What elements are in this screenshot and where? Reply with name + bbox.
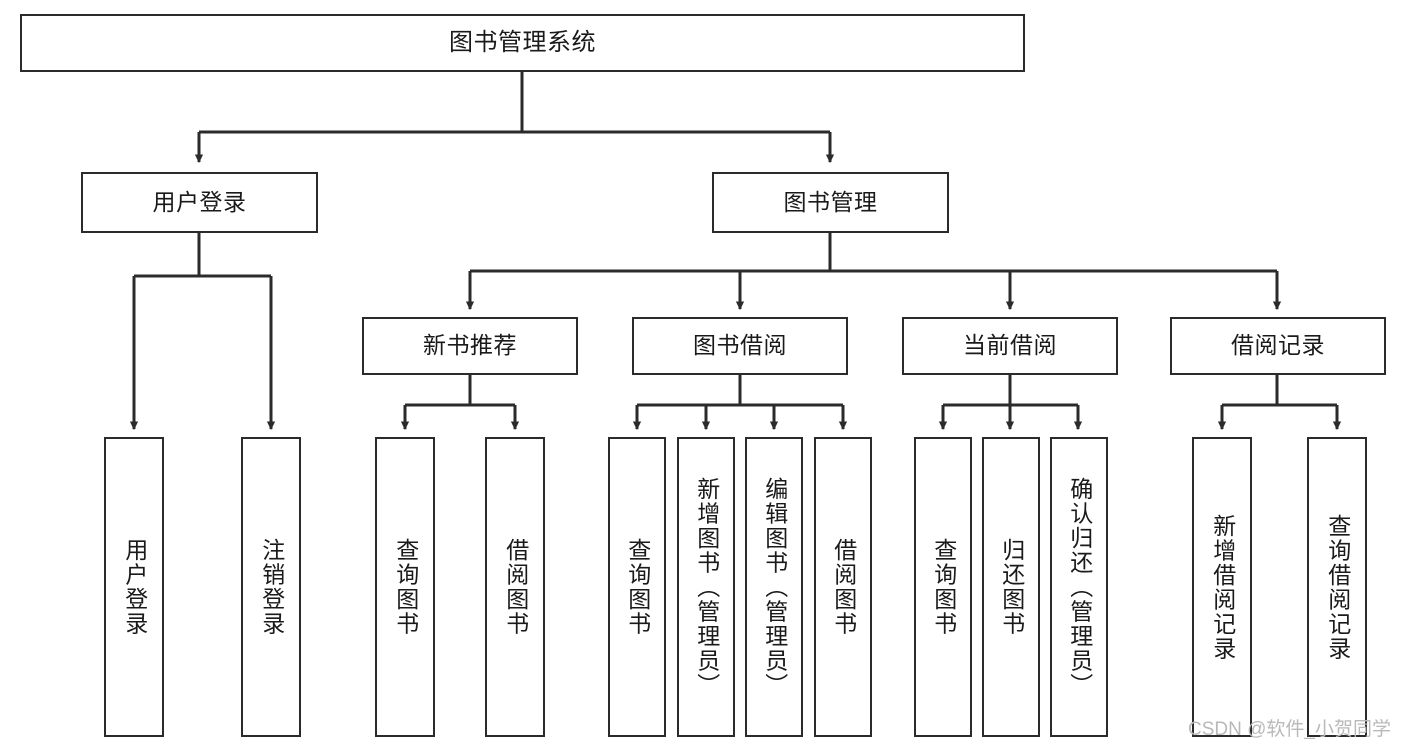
node-label: 借阅记录 <box>1231 332 1325 359</box>
node-leaf-add-borrow-record[interactable]: 新增借阅记录 <box>1192 437 1252 737</box>
node-leaf-query-books-bb[interactable]: 查询图书 <box>608 437 666 737</box>
node-label: 图书管理系统 <box>449 28 596 56</box>
node-leaf-query-books-cb[interactable]: 查询图书 <box>914 437 972 737</box>
node-label: 借阅图书 <box>830 538 857 636</box>
node-label: 查询借阅记录 <box>1324 513 1351 661</box>
node-label: 新书推荐 <box>423 332 517 359</box>
node-label: 注销登录 <box>258 538 285 636</box>
node-label: 图书管理 <box>783 188 878 215</box>
node-current-borrowing[interactable]: 当前借阅 <box>902 317 1118 375</box>
node-label: 当前借阅 <box>963 332 1057 359</box>
node-label: 归还图书 <box>998 538 1025 636</box>
node-book-management[interactable]: 图书管理 <box>712 172 949 233</box>
node-leaf-add-book-admin[interactable]: 新增图书（管理员） <box>677 437 735 737</box>
node-label: 查询图书 <box>624 538 651 636</box>
node-leaf-borrow-books-nbr[interactable]: 借阅图书 <box>485 437 545 737</box>
node-user-login[interactable]: 用户登录 <box>81 172 318 233</box>
node-leaf-edit-book-admin[interactable]: 编辑图书（管理员） <box>745 437 803 737</box>
node-leaf-logout[interactable]: 注销登录 <box>241 437 301 737</box>
node-leaf-query-borrow-record[interactable]: 查询借阅记录 <box>1307 437 1367 737</box>
node-leaf-confirm-return-admin[interactable]: 确认归还（管理员） <box>1050 437 1108 737</box>
node-label: 借阅图书 <box>502 538 529 636</box>
node-leaf-return-books[interactable]: 归还图书 <box>982 437 1040 737</box>
node-label: 新增借阅记录 <box>1209 513 1236 661</box>
node-leaf-borrow-books-bb[interactable]: 借阅图书 <box>814 437 872 737</box>
node-label: 用户登录 <box>121 538 148 636</box>
node-label: 图书借阅 <box>693 332 787 359</box>
node-label: 查询图书 <box>392 538 419 636</box>
node-label: 新增图书（管理员） <box>693 476 720 698</box>
csdn-watermark: CSDN @软件_小贺同学 <box>1188 719 1391 740</box>
node-new-book-recommendation[interactable]: 新书推荐 <box>362 317 578 375</box>
node-label: 查询图书 <box>930 538 957 636</box>
node-leaf-query-books-nbr[interactable]: 查询图书 <box>375 437 435 737</box>
node-book-borrowing[interactable]: 图书借阅 <box>632 317 848 375</box>
node-label: 用户登录 <box>152 188 247 215</box>
node-label: 确认归还（管理员） <box>1066 476 1093 698</box>
node-root-book-management-system[interactable]: 图书管理系统 <box>20 14 1025 72</box>
node-borrowing-record[interactable]: 借阅记录 <box>1170 317 1386 375</box>
node-label: 编辑图书（管理员） <box>761 476 788 698</box>
node-leaf-user-login[interactable]: 用户登录 <box>104 437 164 737</box>
